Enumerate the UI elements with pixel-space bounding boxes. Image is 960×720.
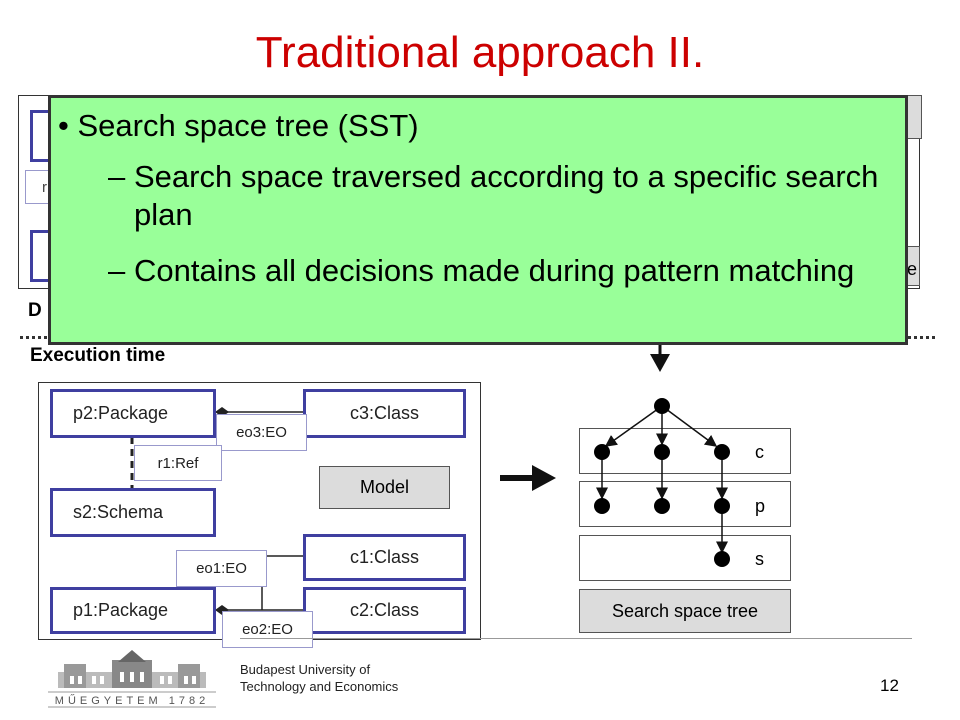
node-c3-class: c3:Class	[303, 389, 466, 438]
hidden-edge-fragment-label: r	[42, 179, 47, 196]
node-p1-package: p1:Package	[50, 587, 216, 634]
callout-sub2: Contains all decisions made during patte…	[108, 252, 888, 290]
sst-level-p-box	[579, 481, 791, 527]
sst-level-s-label: s	[755, 549, 764, 569]
university-name: Budapest University of Technology and Ec…	[240, 661, 398, 695]
slide-title: Traditional approach II.	[255, 28, 705, 77]
hidden-edge-fragment: r	[25, 170, 50, 204]
execution-time-label: Execution time	[30, 345, 166, 366]
sst-c-node	[594, 444, 610, 460]
callout-sub1: Search space traversed according to a sp…	[108, 158, 888, 234]
node-c2-class: c2:Class	[303, 587, 466, 634]
sst-s-node	[714, 551, 730, 567]
university-logo: MŰEGYETEM 1782	[48, 650, 216, 708]
edge-eo3: eo3:EO	[216, 414, 307, 451]
page-number: 12	[880, 676, 899, 695]
node-p2-package: p2:Package	[50, 389, 216, 438]
sst-root-node	[654, 398, 670, 414]
edge-r1: r1:Ref	[134, 445, 222, 481]
sub-dash-icon: –	[108, 159, 126, 194]
callout-sub1-text: Search space traversed according to a sp…	[134, 159, 879, 232]
university-line-1: Budapest University of	[240, 662, 371, 677]
hidden-right-fragment: e	[907, 259, 918, 279]
edge-eo1: eo1:EO	[176, 550, 267, 587]
node-s2-schema: s2:Schema	[50, 488, 216, 537]
sub-dash-icon: –	[108, 253, 126, 288]
node-c1-class: c1:Class	[303, 534, 466, 581]
bullet-dot: •	[58, 108, 78, 143]
edge-eo2: eo2:EO	[222, 611, 313, 648]
callout-sub2-text: Contains all decisions made during patte…	[134, 253, 855, 288]
university-line-2: Technology and Economics	[240, 679, 399, 694]
sst-level-p-label: p	[755, 496, 766, 516]
sst-level-c-label: c	[755, 442, 764, 462]
callout-bullet: • Search space tree (SST)	[58, 108, 419, 144]
callout-main-text: Search space tree (SST)	[77, 108, 419, 143]
sst-callout	[48, 95, 908, 345]
logo-text: MŰEGYETEM 1782	[55, 693, 209, 707]
search-space-tree-caption: Search space tree	[579, 589, 791, 633]
sst-p-node	[594, 498, 610, 514]
design-time-label-fragment: D	[28, 300, 42, 321]
sst-level-s-box	[579, 535, 791, 581]
sst-p-node	[714, 498, 730, 514]
right-arrow-icon	[500, 465, 556, 491]
sst-p-node	[654, 498, 670, 514]
model-box: Model	[319, 466, 450, 509]
sst-c-node	[654, 444, 670, 460]
footer-divider	[240, 638, 912, 639]
sst-c-node	[714, 444, 730, 460]
